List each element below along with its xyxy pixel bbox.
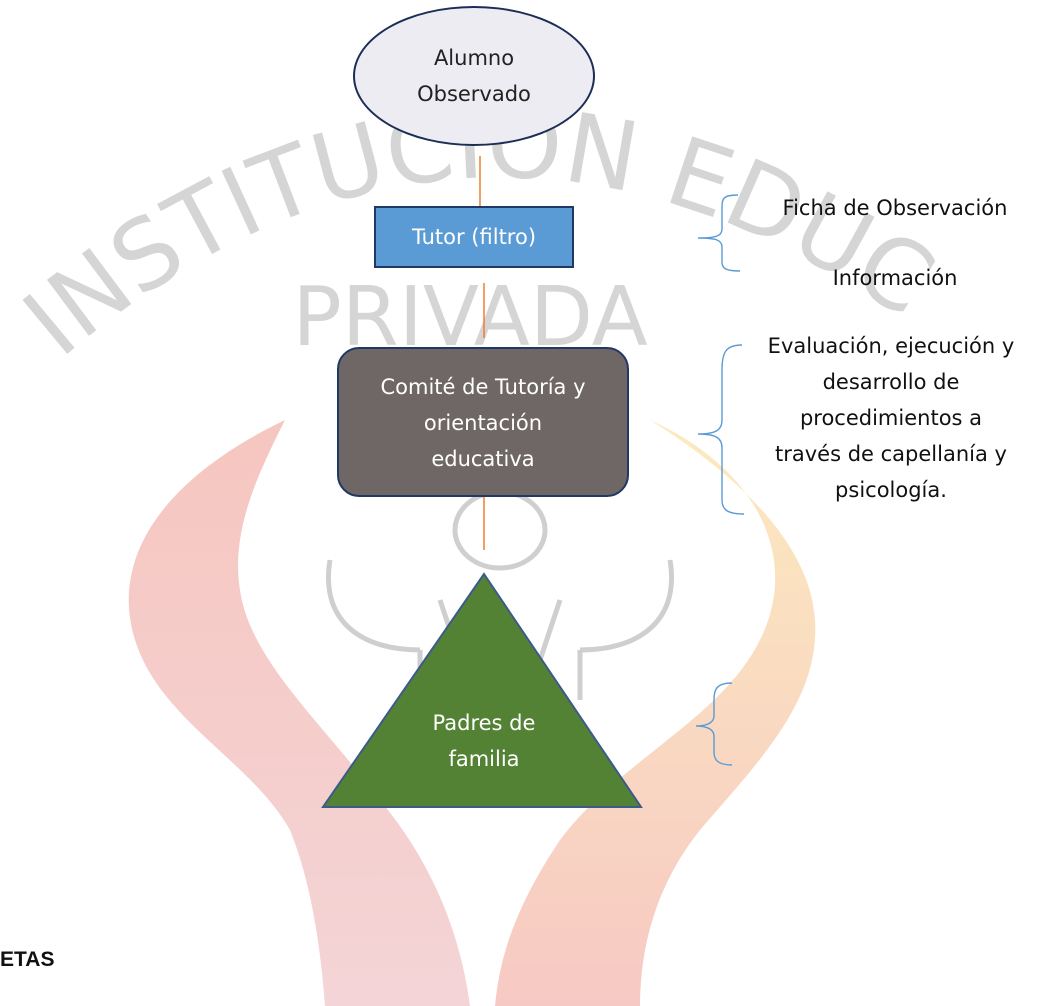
student-node [353,6,595,146]
student-label-line1: Alumno [433,46,515,70]
committee-node-label: Comité de Tutoría y orientación educativ… [337,369,629,477]
parents-node-label: Padres de familia [394,705,574,777]
brace-parents [695,682,733,766]
annotation-committee-description: Evaluación, ejecución y desarrollo de pr… [735,328,1047,508]
annotation-committee-line1: Evaluación, ejecución y [767,334,1015,358]
committee-label-line1: Comité de Tutoría y [380,375,586,399]
parents-label-line1: Padres de [432,711,536,735]
brace-tutor [697,194,741,272]
student-label-line2: Observado [417,82,531,106]
annotation-committee-line4: través de capellanía y [775,442,1007,466]
braces [695,194,745,766]
annotation-committee-line2: desarrollo de [822,370,960,394]
tutor-node-label: Tutor (filtro) [411,225,537,249]
annotation-ficha-observacion: Ficha de Observación [782,196,1008,220]
watermark-right-swoosh [495,420,816,1006]
committee-label-line2: orientación [423,411,543,435]
parents-node [321,572,643,808]
annotation-committee-line5: psicología. [835,478,947,502]
annotation-informacion: Información [832,266,958,290]
committee-node [337,347,629,497]
connectors [479,156,485,550]
committee-label-line3: educativa [431,447,535,471]
brace-committee [697,344,745,515]
parents-label-line2: familia [448,747,520,771]
student-node-label: Alumno Observado [353,40,595,112]
tutor-node [374,206,574,268]
annotation-committee-line3: procedimientos a [799,406,983,430]
watermark-left-swoosh [128,420,470,1006]
partial-heading: ETAS [0,948,55,971]
